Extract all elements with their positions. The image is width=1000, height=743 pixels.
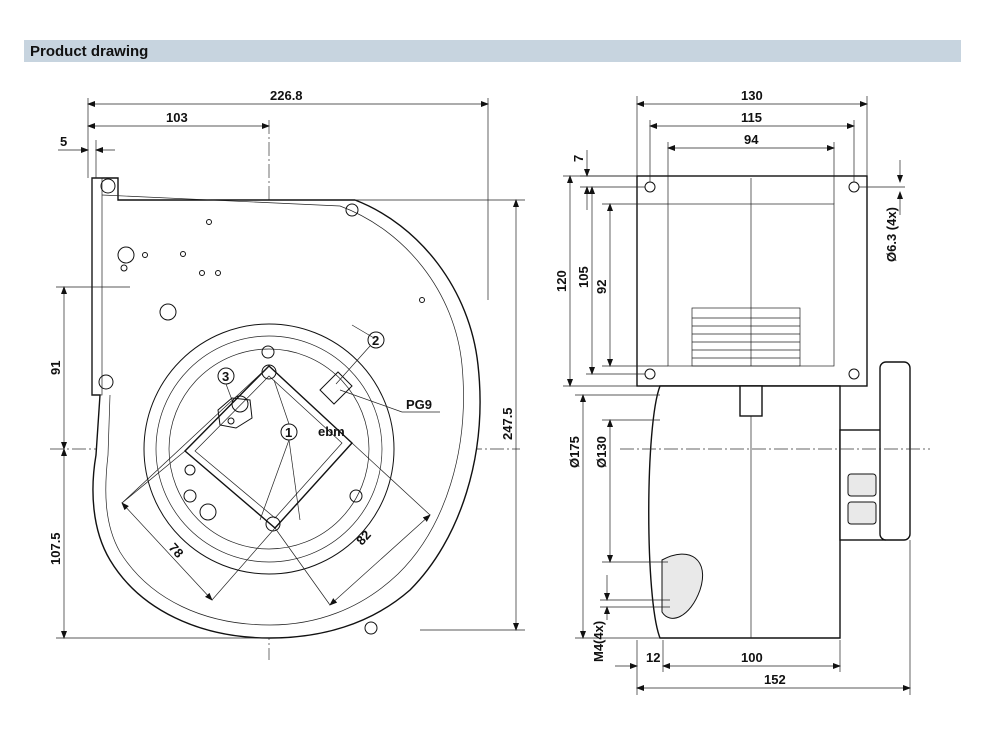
hole xyxy=(215,270,221,276)
dim-5: 5 xyxy=(60,134,67,149)
side-view: 130 115 94 7 Ø6.3 (4x) 120 105 92 xyxy=(554,88,905,387)
side-flange-plate xyxy=(636,175,868,387)
hole xyxy=(117,246,135,264)
housing-screw-bottom xyxy=(364,621,378,635)
callout-2: 2 xyxy=(335,324,385,385)
bottom-side-view: Ø175 Ø130 M4(4x) 12 100 152 xyxy=(567,361,930,695)
connector-socket xyxy=(847,501,877,525)
connector-socket xyxy=(847,473,877,497)
dim-105: 105 xyxy=(576,266,591,288)
inlet-ring-middle xyxy=(155,335,383,563)
hole xyxy=(120,264,128,272)
dim-94: 94 xyxy=(744,132,759,147)
dim-247-5: 247.5 xyxy=(500,407,515,440)
hole xyxy=(199,270,205,276)
svg-text:2: 2 xyxy=(372,333,379,348)
label-pg9: PG9 xyxy=(406,397,432,412)
hole xyxy=(180,251,186,257)
section-header: Product drawing xyxy=(24,40,961,62)
inlet-ring-outer xyxy=(143,323,395,575)
dim-12: 12 xyxy=(646,650,660,665)
dim-130: 130 xyxy=(741,88,763,103)
inlet-ring-inner xyxy=(168,348,370,550)
dim-226-8: 226.8 xyxy=(270,88,303,103)
side-cap xyxy=(879,361,911,541)
flange-screw-top xyxy=(100,178,116,194)
dim-152: 152 xyxy=(764,672,786,687)
mounting-hole xyxy=(848,368,860,380)
pg9-leader xyxy=(339,389,403,413)
impeller-blades xyxy=(691,307,801,367)
dim-115: 115 xyxy=(741,110,762,125)
inlet-cutaway xyxy=(661,553,704,619)
motor-screw xyxy=(183,489,197,503)
side-outlet-stub xyxy=(739,385,763,417)
callout-3: 3 xyxy=(217,367,235,401)
flange-screw-bottom xyxy=(98,374,114,390)
callout-1: 1 xyxy=(259,379,301,521)
motor-screw xyxy=(265,516,281,532)
motor-screw xyxy=(184,464,196,476)
section-title: Product drawing xyxy=(30,43,149,60)
dim-92: 92 xyxy=(594,280,609,294)
dim-91: 91 xyxy=(48,361,63,375)
hole xyxy=(419,297,425,303)
dim-7: 7 xyxy=(571,155,586,162)
motor-plate-inner xyxy=(194,375,343,519)
hole xyxy=(206,219,212,225)
hole xyxy=(142,252,148,258)
dim-107-5: 107.5 xyxy=(48,532,63,565)
blade-lines xyxy=(692,317,800,359)
mounting-flange xyxy=(91,177,103,396)
dim-120: 120 xyxy=(554,270,569,292)
motor-screw xyxy=(261,364,277,380)
dim-100: 100 xyxy=(741,650,763,665)
cable-gland xyxy=(319,371,353,405)
front-view: ebm 78 82 1 2 3 PG9 xyxy=(48,88,525,660)
motor-screw xyxy=(261,345,275,359)
svg-text:3: 3 xyxy=(222,369,229,384)
brand-label: ebm xyxy=(318,424,345,439)
housing-screw-top xyxy=(345,203,359,217)
dim-m4: M4(4x) xyxy=(591,621,606,662)
dim-d130: Ø130 xyxy=(594,436,609,468)
dim-d175: Ø175 xyxy=(567,436,582,468)
svg-text:1: 1 xyxy=(285,425,292,440)
dim-103: 103 xyxy=(166,110,188,125)
motor-screw xyxy=(349,489,363,503)
connector-block xyxy=(217,395,253,429)
hole xyxy=(159,303,177,321)
dim-hole-dia: Ø6.3 (4x) xyxy=(884,207,899,262)
